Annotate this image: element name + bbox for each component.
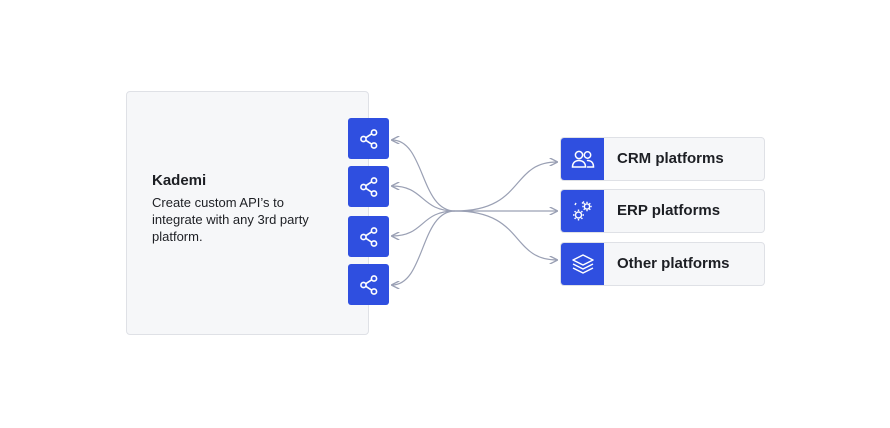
- link-to-connector-1: [392, 140, 456, 212]
- gears-icon: [572, 201, 592, 221]
- connector-tile-4[interactable]: [348, 264, 389, 305]
- platform-card-crm[interactable]: CRM platforms: [560, 137, 765, 181]
- link-to-other: [454, 210, 557, 260]
- link-to-connector-2: [392, 186, 456, 212]
- platform-icon-tile: [561, 138, 604, 180]
- share-icon: [359, 274, 377, 295]
- share-icon: [359, 176, 377, 197]
- users-icon: [571, 150, 594, 168]
- connector-tile-1[interactable]: [348, 118, 389, 159]
- platform-label-other: Other platforms: [617, 255, 730, 272]
- layers-icon: [571, 254, 594, 274]
- link-to-connector-4: [392, 210, 456, 285]
- platform-icon-tile: [561, 243, 604, 285]
- link-to-connector-3: [392, 210, 456, 236]
- link-to-crm: [454, 162, 557, 212]
- connector-tile-3[interactable]: [348, 216, 389, 257]
- platform-label-crm: CRM platforms: [617, 150, 724, 167]
- connector-tile-2[interactable]: [348, 166, 389, 207]
- kademi-description: Create custom API’s to integrate with an…: [152, 195, 309, 244]
- share-icon: [359, 128, 377, 149]
- kademi-title: Kademi: [152, 172, 207, 189]
- kademi-card: [126, 91, 369, 335]
- share-icon: [359, 226, 377, 247]
- platform-label-erp: ERP platforms: [617, 202, 721, 219]
- platform-card-erp[interactable]: ERP platforms: [560, 189, 765, 233]
- platform-icon-tile: [561, 190, 604, 232]
- platform-card-other[interactable]: Other platforms: [560, 242, 765, 286]
